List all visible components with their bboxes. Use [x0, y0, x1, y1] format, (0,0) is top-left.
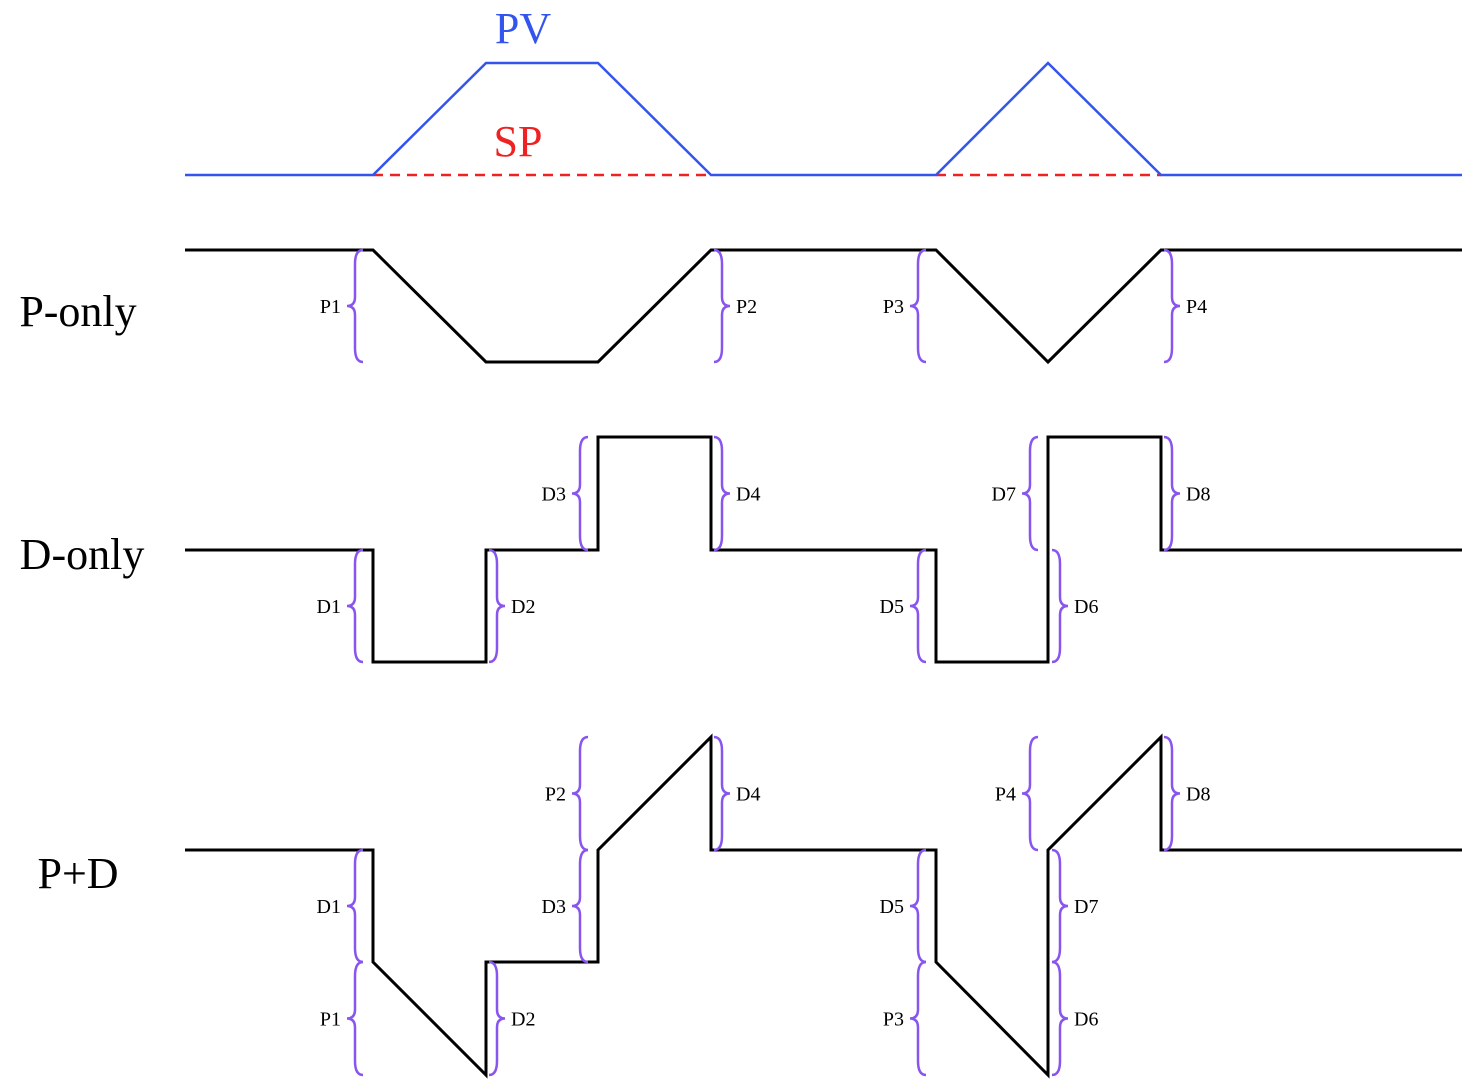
brace-9: [1021, 735, 1039, 852]
brace-7: [909, 960, 927, 1077]
brace-1: [346, 960, 364, 1077]
sp-label: SP: [494, 117, 543, 166]
brace-label-d6: D6: [1074, 1009, 1098, 1031]
brace-label-p2: P2: [545, 784, 566, 806]
brace-4: [571, 848, 589, 964]
brace-label-p3: P3: [883, 296, 904, 318]
brace-label-p1: P1: [320, 1009, 341, 1031]
p-plus-d-trace: [185, 733, 1462, 1079]
brace-label-p2: P2: [736, 296, 757, 318]
brace-10: [1051, 848, 1069, 964]
brace-label-d6: D6: [1074, 596, 1098, 618]
brace-4: [909, 548, 927, 664]
brace-label-d5: D5: [880, 596, 904, 618]
brace-label-d3: D3: [542, 484, 566, 506]
brace-label-d4: D4: [736, 784, 760, 806]
brace-label-p4: P4: [1186, 296, 1207, 318]
brace-3: [571, 735, 589, 852]
brace-1: [713, 248, 731, 364]
brace-5: [1051, 548, 1069, 664]
brace-label-d7: D7: [992, 484, 1016, 506]
brace-label-d8: D8: [1186, 484, 1210, 506]
brace-label-d8: D8: [1186, 784, 1210, 806]
pv-trace: [185, 61, 1462, 177]
brace-label-d5: D5: [880, 896, 904, 918]
brace-2: [571, 435, 589, 552]
brace-label-d1: D1: [317, 596, 341, 618]
brace-label-d3: D3: [542, 896, 566, 918]
brace-0: [346, 248, 364, 364]
brace-7: [1163, 435, 1181, 552]
brace-label-d4: D4: [736, 484, 760, 506]
brace-label-p1: P1: [320, 296, 341, 318]
brace-3: [713, 435, 731, 552]
brace-label-d2: D2: [511, 596, 535, 618]
brace-0: [346, 548, 364, 664]
brace-label-p3: P3: [883, 1009, 904, 1031]
brace-2: [488, 960, 506, 1077]
brace-5: [713, 735, 731, 852]
row-label-p-only: P-only: [19, 287, 136, 336]
brace-label-d2: D2: [511, 1009, 535, 1031]
brace-8: [1051, 960, 1069, 1077]
pv-label: PV: [495, 4, 551, 53]
brace-label-d1: D1: [317, 896, 341, 918]
brace-1: [488, 548, 506, 664]
brace-11: [1163, 735, 1181, 852]
brace-6: [909, 848, 927, 964]
brace-label-d7: D7: [1074, 896, 1098, 918]
brace-3: [1163, 248, 1181, 364]
p-only-trace: [185, 248, 1462, 365]
brace-label-p4: P4: [995, 784, 1016, 806]
brace-6: [1021, 435, 1039, 552]
brace-2: [909, 248, 927, 364]
row-label-d-only: D-only: [20, 530, 145, 579]
brace-0: [346, 848, 364, 964]
row-label-p-plus-d: P+D: [37, 849, 118, 898]
d-only-trace: [185, 435, 1462, 664]
